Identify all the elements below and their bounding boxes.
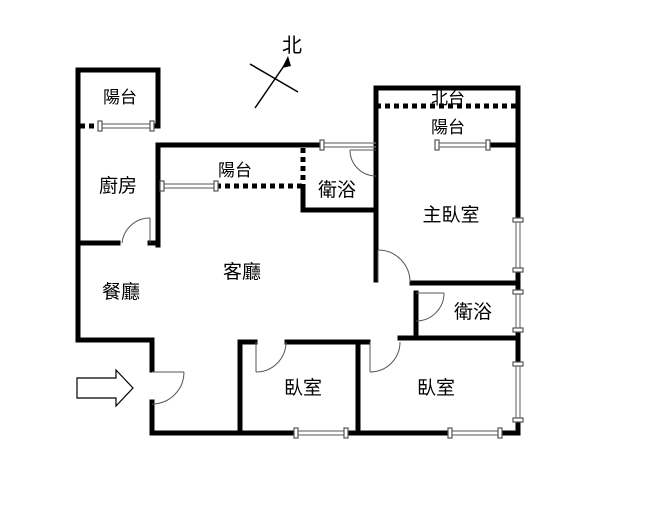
doors <box>121 149 445 405</box>
bedroom-1-label: 臥室 <box>284 377 322 399</box>
balcony-kitchen-label: 陽台 <box>103 88 137 108</box>
living-room-label: 客廳 <box>223 261 261 283</box>
entrance-arrow-icon <box>76 368 134 408</box>
balcony-living-label: 陽台 <box>218 161 252 181</box>
bedroom-2-label: 臥室 <box>417 377 455 399</box>
bath-1-label: 衛浴 <box>318 179 356 201</box>
compass-icon <box>249 56 299 109</box>
north-label: 北 <box>282 33 302 57</box>
walls <box>75 67 521 436</box>
windows <box>97 120 524 439</box>
balcony-master-top-label: 北台 <box>431 89 465 109</box>
bath-2-label: 衛浴 <box>454 301 492 323</box>
dining-room-label: 餐廳 <box>102 281 140 303</box>
kitchen-label: 廚房 <box>99 174 137 197</box>
master-bedroom-label: 主臥室 <box>422 204 479 226</box>
balcony-master-label: 陽台 <box>431 118 465 138</box>
